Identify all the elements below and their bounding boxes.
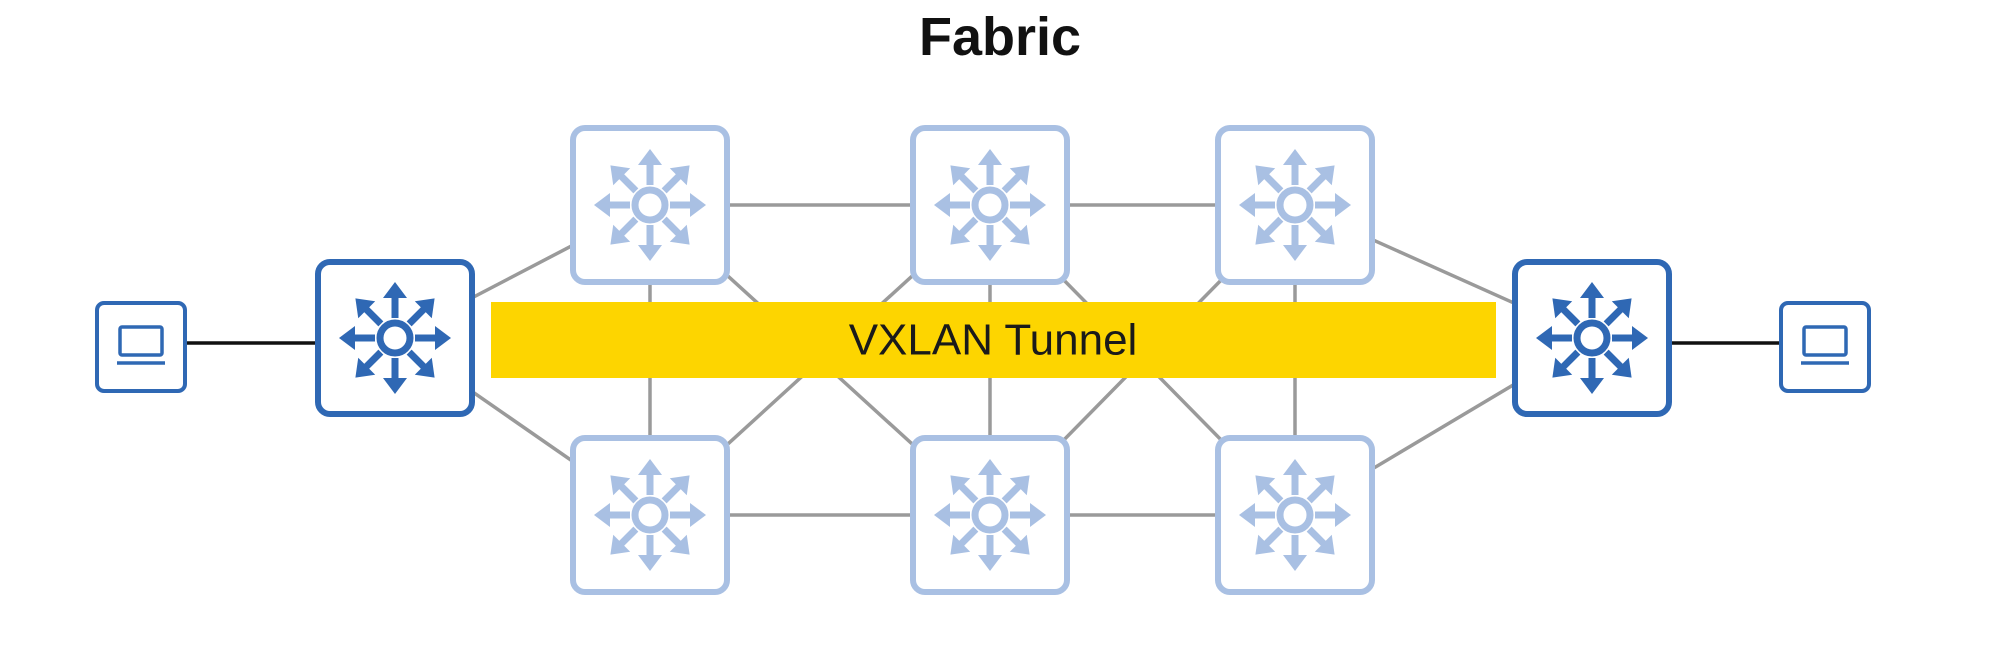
tunnel-bar — [491, 302, 1496, 378]
edge-switch-right[interactable] — [1512, 259, 1672, 417]
fabric-switches — [570, 125, 1375, 595]
edge-switch-left[interactable] — [315, 259, 475, 417]
tunnel-label: VXLAN Tunnel — [849, 316, 1138, 365]
monitor-icon — [1801, 325, 1849, 365]
fabric-switch-bottom-1[interactable] — [570, 435, 730, 595]
host-left[interactable] — [95, 301, 187, 393]
host-right[interactable] — [1779, 301, 1871, 393]
monitor-icon — [117, 325, 165, 365]
fabric-switch-top-1[interactable] — [570, 125, 730, 285]
hosts — [95, 301, 1871, 393]
edge-switches — [315, 259, 1672, 417]
vxlan-tunnel: VXLAN Tunnel — [491, 302, 1496, 378]
fabric-switch-bottom-3[interactable] — [1215, 435, 1375, 595]
fabric-switch-top-2[interactable] — [910, 125, 1070, 285]
diagram-title: Fabric — [918, 7, 1082, 67]
fabric-switch-top-3[interactable] — [1215, 125, 1375, 285]
fabric-switch-bottom-2[interactable] — [910, 435, 1070, 595]
